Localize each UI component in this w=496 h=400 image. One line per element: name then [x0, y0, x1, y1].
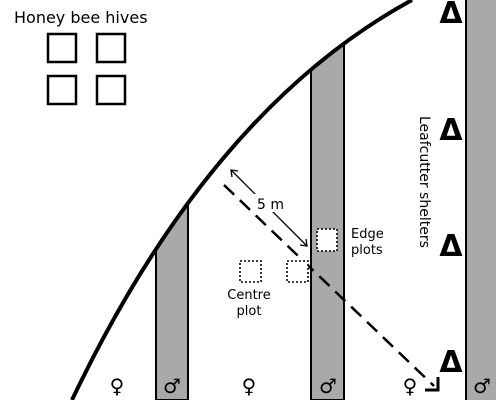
centre-plot-label-line1: Centre — [227, 288, 270, 303]
male-row-symbol-3: ♂ — [473, 374, 491, 398]
shelter-1: Δ — [439, 0, 463, 31]
edge-plots-label-line1: Edge — [351, 227, 384, 242]
hive-1 — [46, 32, 78, 64]
transect-arrowhead — [425, 377, 440, 392]
edge-plot-2 — [286, 260, 309, 283]
shelter-2: Δ — [439, 113, 463, 148]
edge-plot-1 — [316, 228, 338, 252]
measure-arrowhead-end — [299, 238, 308, 247]
hive-3 — [46, 74, 78, 106]
transect-dashed-line — [223, 184, 435, 387]
male-row-1 — [155, 0, 189, 400]
shelter-3: Δ — [439, 229, 463, 264]
shelter-4: Δ — [439, 345, 463, 380]
hives-title: Honey bee hives — [14, 8, 148, 27]
hive-4 — [95, 74, 127, 106]
male-row-symbol-2: ♂ — [319, 374, 337, 398]
male-row-symbol-1: ♂ — [163, 374, 181, 398]
female-row-symbol-1: ♀ — [110, 374, 125, 398]
female-row-symbol-3: ♀ — [403, 374, 418, 398]
centre-plot — [239, 260, 262, 283]
measure-arrowhead-start — [230, 169, 239, 178]
edge-plots-label-line2: plots — [351, 243, 383, 258]
measure-label: 5 m — [257, 197, 284, 213]
centre-plot-label-line2: plot — [237, 304, 262, 319]
hive-2 — [95, 32, 127, 64]
shelters-label: Leafcutter shelters — [416, 116, 432, 248]
female-row-symbol-2: ♀ — [242, 374, 257, 398]
field-edge-curve — [70, 0, 413, 400]
male-row-3 — [465, 0, 496, 400]
measure-label-bg — [254, 194, 292, 212]
male-row-2 — [310, 0, 345, 400]
